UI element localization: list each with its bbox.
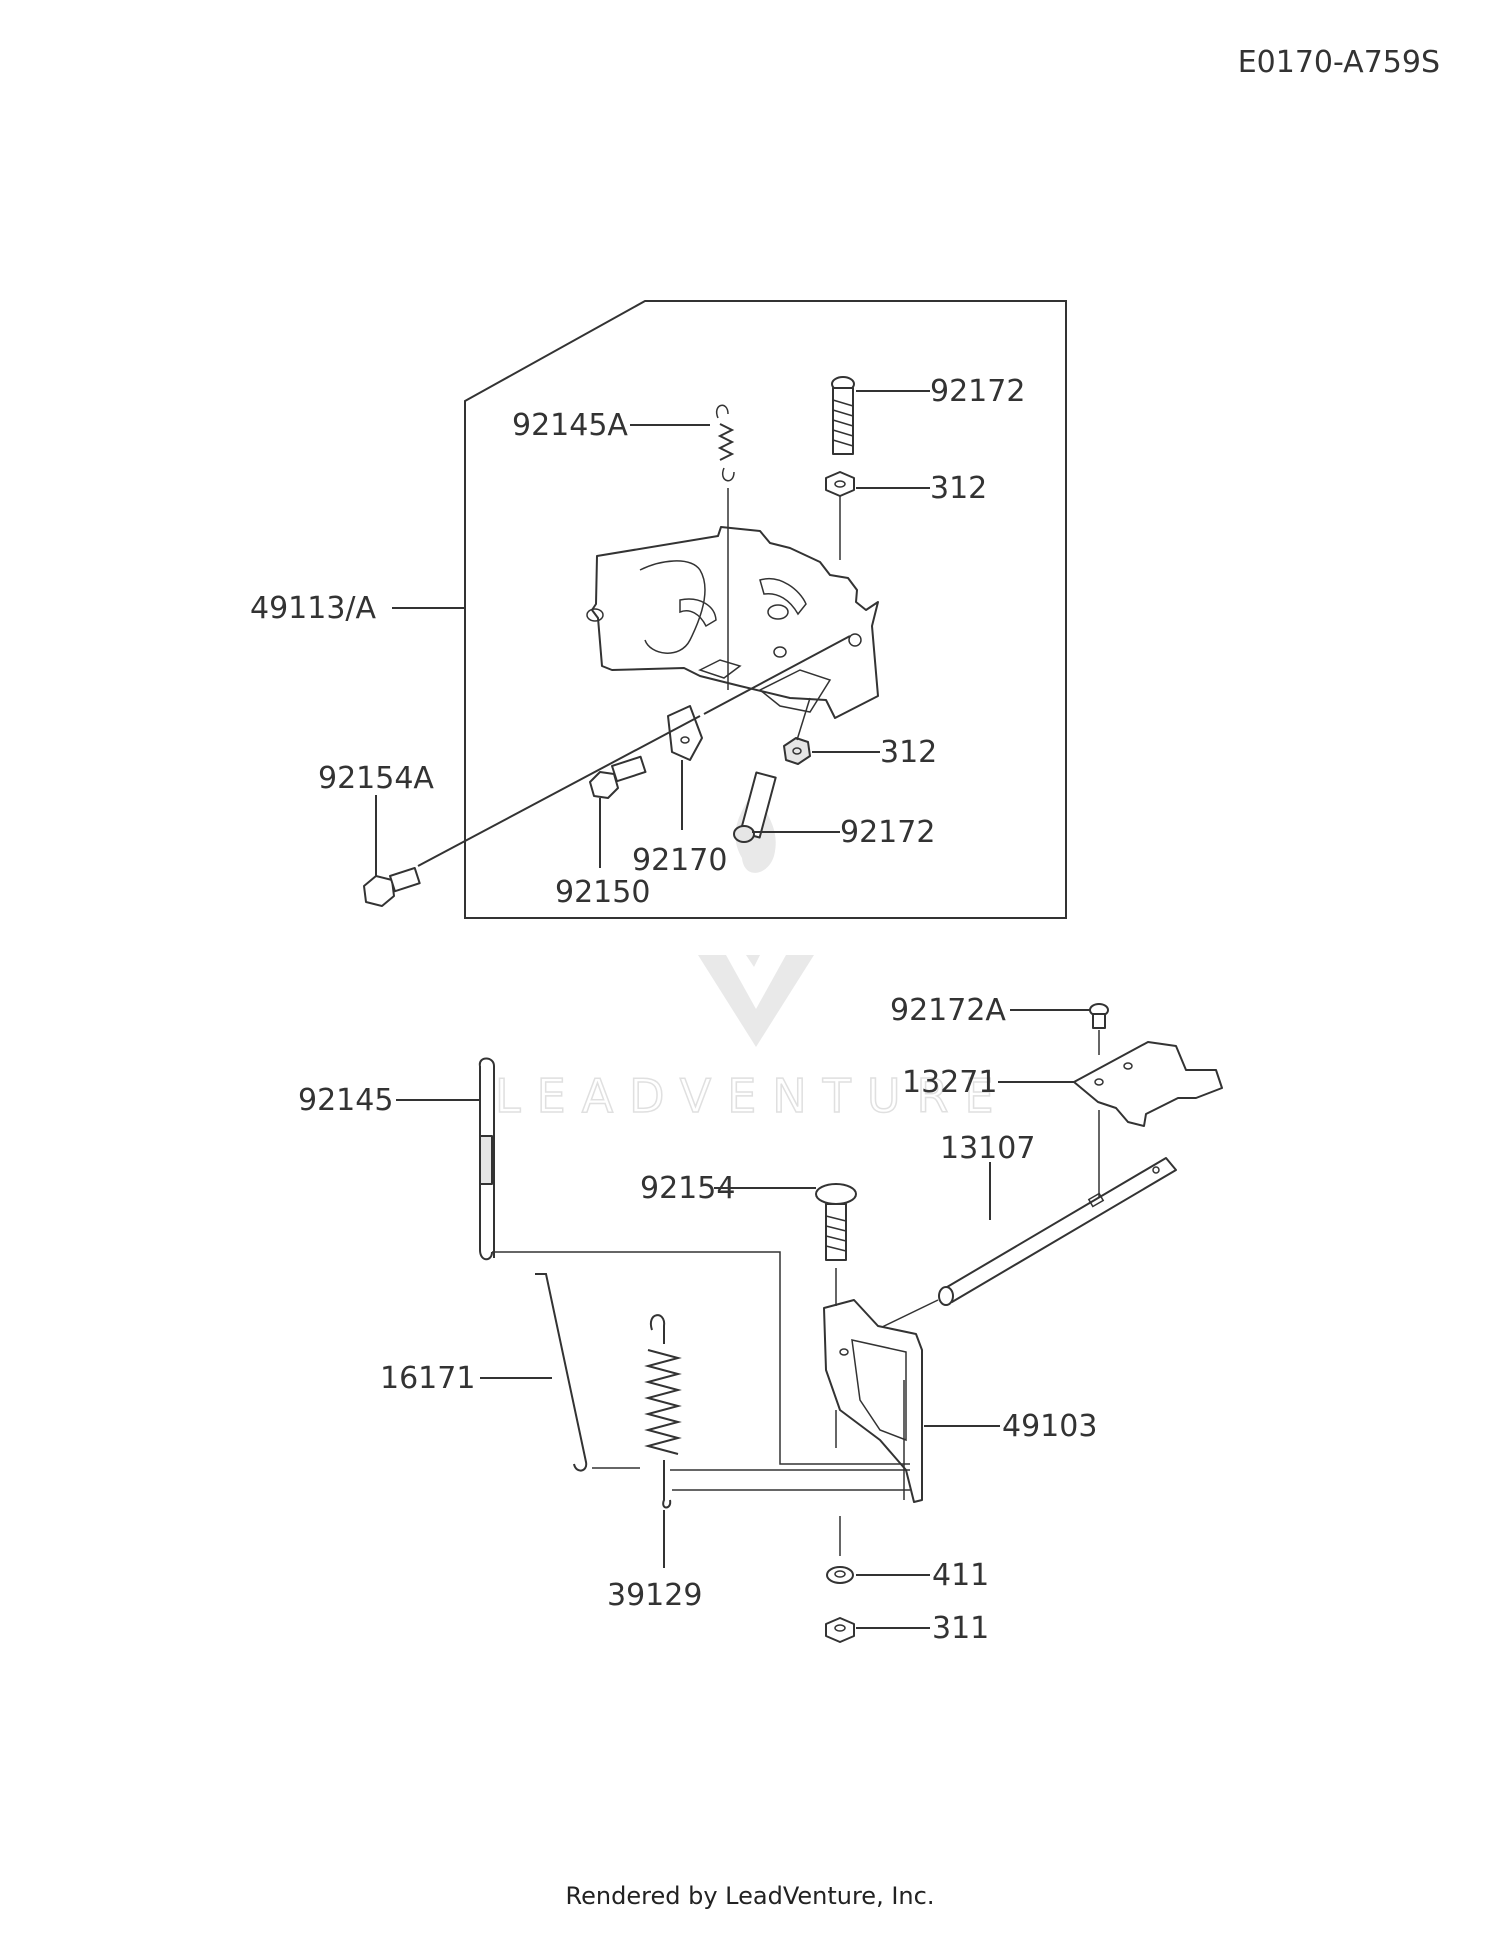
label-312-top[interactable]: 312 — [930, 471, 987, 506]
lever-49103 — [823, 1299, 923, 1503]
label-92172-bottom[interactable]: 92172 — [840, 815, 935, 850]
label-13107[interactable]: 13107 — [940, 1131, 1035, 1166]
bolt-92154 — [815, 1183, 857, 1448]
label-39129[interactable]: 39129 — [607, 1578, 702, 1613]
footer-credit: Rendered by LeadVenture, Inc. — [566, 1882, 935, 1910]
label-92145A[interactable]: 92145A — [512, 408, 628, 443]
screw-92172-top — [831, 376, 855, 455]
nut-312-top — [825, 471, 855, 560]
rod-16171 — [535, 1273, 640, 1472]
plate-13271 — [1073, 1041, 1223, 1200]
screw-92172A — [1089, 1003, 1109, 1055]
nut-312-bottom — [783, 697, 811, 765]
leader-lines — [375, 390, 1090, 1629]
label-92154[interactable]: 92154 — [640, 1171, 735, 1206]
label-311[interactable]: 311 — [932, 1611, 989, 1646]
watermark-text: LEADVENTURE — [495, 1069, 1010, 1123]
label-92172A[interactable]: 92172A — [890, 993, 1006, 1028]
bolt-92154A — [363, 635, 851, 907]
spring-92145A — [715, 404, 735, 690]
label-16171[interactable]: 16171 — [380, 1361, 475, 1396]
label-49113A[interactable]: 49113/A — [250, 591, 377, 626]
label-411[interactable]: 411 — [932, 1558, 989, 1593]
label-92145[interactable]: 92145 — [298, 1083, 393, 1118]
label-92170[interactable]: 92170 — [632, 843, 727, 878]
label-312-bottom[interactable]: 312 — [880, 735, 937, 770]
washer-411 — [826, 1516, 854, 1584]
label-92154A[interactable]: 92154A — [318, 761, 434, 796]
diagram-code: E0170-A759S — [1238, 45, 1440, 80]
label-49103[interactable]: 49103 — [1002, 1409, 1097, 1444]
assembly-frame-49113 — [464, 300, 1067, 919]
spring-39129 — [644, 1314, 910, 1509]
control-bracket — [586, 526, 879, 719]
spring-92145 — [478, 1057, 910, 1465]
label-92150[interactable]: 92150 — [555, 875, 650, 910]
watermark: LEADVENTURE — [494, 786, 1010, 1124]
clamp-92170 — [667, 705, 703, 761]
shaft-13107 — [879, 1157, 1177, 1329]
label-92172-top[interactable]: 92172 — [930, 374, 1025, 409]
nut-311 — [825, 1617, 855, 1643]
label-13271[interactable]: 13271 — [902, 1065, 997, 1100]
part-labels: 92172 92145A 312 49113/A 92154A 312 9217… — [250, 374, 1097, 1646]
screw-92172-bottom — [733, 771, 777, 843]
bolt-92150 — [589, 755, 647, 799]
